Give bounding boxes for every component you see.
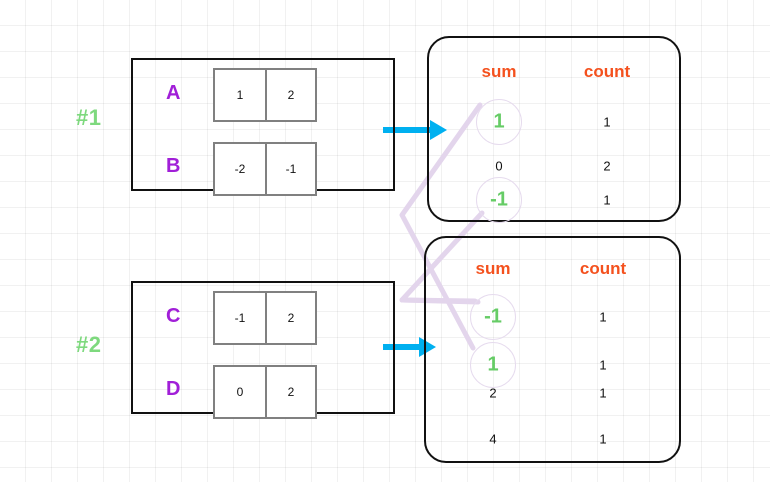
row-letter-b: B — [166, 155, 181, 177]
bottom-table-row-2-sum: 2 — [489, 385, 497, 401]
top-table-header-sum: sum — [481, 62, 517, 81]
top-table-row-1-sum: 0 — [495, 158, 503, 174]
top-table-highlight-circle-2 — [476, 177, 522, 223]
bottom-table-highlight-circle-0 — [470, 294, 516, 340]
group-label-2: #2 — [76, 332, 102, 357]
top-table-highlight-circle-0 — [476, 99, 522, 145]
pair-c-cell-1: 2 — [265, 293, 315, 343]
pair-a: 1 2 — [213, 68, 317, 122]
row-letter-c: C — [166, 305, 181, 327]
pair-b: -2 -1 — [213, 142, 317, 196]
top-table-row-2-sum: -1 — [490, 188, 508, 211]
pair-a-cell-1: 2 — [265, 70, 315, 120]
bottom-table-row-3-sum: 4 — [489, 431, 497, 447]
bottom-table-highlight-circle-1 — [470, 342, 516, 388]
group-label-1: #1 — [76, 105, 102, 130]
bottom-table-row-0-count: 1 — [599, 309, 607, 325]
bottom-table-row-0-sum: -1 — [484, 305, 502, 328]
bottom-table-row-1-count: 1 — [599, 357, 607, 373]
group-box-1: A 1 2 B -2 -1 — [131, 58, 395, 196]
top-table-row-1-count: 2 — [603, 158, 611, 174]
bottom-aggregate-table: sum count -1 1 1 1 2 1 4 1 — [424, 236, 681, 463]
top-table-row-0-sum: 1 — [493, 110, 505, 133]
pair-c: -1 2 — [213, 291, 317, 345]
bottom-table-row-3-count: 1 — [599, 431, 607, 447]
top-aggregate-table: sum count 1 1 0 2 -1 1 — [427, 36, 681, 223]
bottom-table-header-sum: sum — [475, 259, 511, 278]
top-table-header-count: count — [583, 62, 631, 81]
pair-a-cell-0: 1 — [236, 88, 244, 102]
bottom-table-header-count: count — [579, 259, 627, 278]
group-box-2: C -1 2 D 0 2 — [131, 281, 395, 419]
pair-b-cell-1: -1 — [265, 144, 315, 194]
top-table-row-0-count: 1 — [603, 114, 611, 130]
bottom-table-row-2-count: 1 — [599, 385, 607, 401]
pair-b-cell-0: -2 — [234, 162, 246, 176]
row-letter-d: D — [166, 378, 181, 400]
top-table-row-2-count: 1 — [603, 192, 611, 208]
pair-d: 0 2 — [213, 365, 317, 419]
pair-c-cell-0: -1 — [234, 311, 246, 325]
row-letter-a: A — [166, 82, 181, 104]
pair-d-cell-1: 2 — [265, 367, 315, 417]
bottom-table-row-1-sum: 1 — [487, 353, 499, 376]
pair-d-cell-0: 0 — [236, 385, 244, 399]
